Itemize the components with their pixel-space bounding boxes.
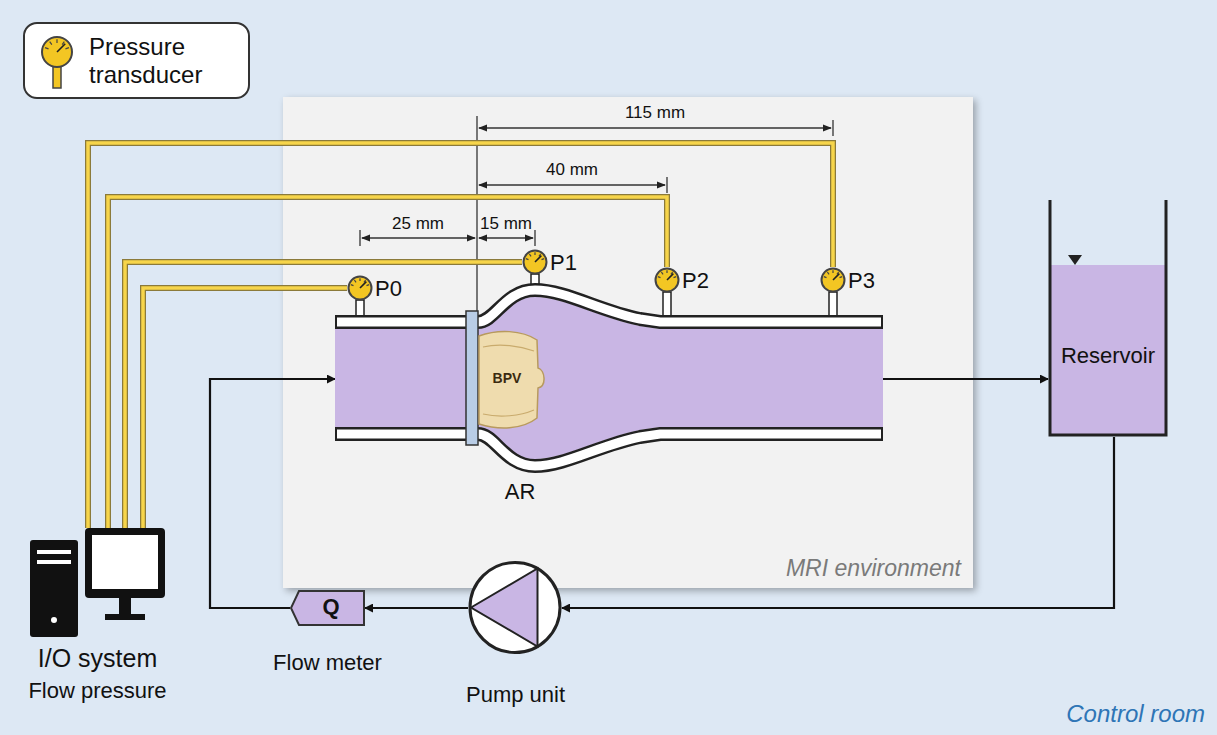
pressure-transducer: P3: [820, 267, 846, 293]
computer-outline: [30, 528, 165, 637]
dimension-label: 115 mm: [610, 103, 700, 123]
wire-outline: [125, 262, 522, 528]
transducer-port: [663, 292, 671, 317]
flow-line: [562, 437, 1114, 608]
dimension-tick: [832, 120, 833, 136]
node-label: P2: [682, 268, 722, 293]
dimension-tick: [666, 177, 667, 193]
pump-casing: [470, 563, 560, 653]
mri-environment-panel: MRI environmentBPVARP0P1P2P3115 mm40 mm2…: [283, 97, 973, 588]
tube-wall: [335, 434, 883, 466]
pump-outline: [468, 560, 562, 655]
pump-symbol: [471, 569, 538, 647]
meter-body: [291, 591, 364, 625]
pressure-transducer: P2: [654, 267, 680, 293]
node-label: BPV: [477, 370, 537, 386]
gauge-outline: [820, 267, 846, 293]
node-label: P1: [550, 250, 590, 275]
dimension-label: 15 mm: [461, 214, 551, 234]
reference-line: [476, 116, 477, 311]
signal-wire: [125, 262, 522, 528]
wire-outline: [108, 197, 667, 528]
node-label: P0: [375, 276, 415, 301]
valve-ring: [466, 311, 478, 445]
gauge-outline: [654, 267, 680, 293]
legend-box: Pressure transducer: [23, 22, 250, 99]
gauge-icon: [42, 37, 72, 67]
pump-unit: Pump unit: [468, 560, 562, 655]
flow-path: [210, 379, 335, 608]
wire-outline: [88, 143, 833, 528]
dimension-line: [479, 184, 665, 185]
reservoir-outline: [1048, 200, 1168, 437]
wire-core: [125, 262, 522, 528]
gauge-outline: [522, 249, 548, 275]
node-label: Reservoir: [1048, 343, 1168, 368]
gauge-icon: [524, 251, 547, 274]
flow-line: [883, 379, 1048, 380]
io-computer: I/O systemFlow pressure: [30, 528, 165, 637]
flow-meter: QFlow meter: [290, 590, 365, 626]
gauge-icon: [656, 269, 679, 292]
node-label: AR: [495, 479, 545, 504]
transducer-port: [829, 292, 837, 317]
dimension-line: [479, 127, 831, 128]
node-label: Flow meter: [250, 650, 405, 675]
signal-wire: [88, 143, 833, 528]
tank-wall: [1050, 200, 1166, 435]
dimension-label: 25 mm: [373, 214, 463, 234]
wire-outline: [143, 288, 347, 528]
gauge-outline: [347, 275, 373, 301]
pressure-transducer: P1: [522, 249, 548, 275]
dimension-line: [362, 237, 475, 238]
dimension-line: [479, 237, 533, 238]
wire-core: [143, 288, 347, 528]
tube-outline: [335, 282, 883, 476]
flow-path: [562, 437, 1114, 608]
legend-label: Pressure transducer: [89, 33, 240, 88]
flow-line: [365, 608, 468, 609]
node-label: I/O system: [0, 644, 205, 673]
wire-core: [108, 197, 667, 528]
flow-path: [365, 607, 468, 609]
signal-wire: [143, 288, 347, 528]
dimension-tick: [359, 230, 360, 246]
flow-line: [210, 379, 335, 608]
signal-wire: [108, 197, 667, 528]
gauge-icon: [349, 277, 372, 300]
tube-wall: [335, 290, 883, 322]
node-label: Pump unit: [428, 682, 603, 707]
pressure-transducer: P0: [347, 275, 373, 301]
transducer-port: [531, 274, 539, 287]
transducer-port: [356, 300, 364, 317]
dimension-tick: [534, 230, 535, 246]
reservoir-tank: Reservoir: [1048, 200, 1168, 437]
node-label: P3: [848, 268, 888, 293]
wire-core: [88, 143, 833, 528]
computer-icon: [30, 528, 165, 637]
legend-swatch: [37, 32, 77, 94]
tube-wall: [335, 434, 883, 466]
gauge-icon: [822, 269, 845, 292]
level-mark: [1068, 255, 1082, 265]
node-label: Flow pressure: [0, 678, 205, 703]
tube-wall: [335, 290, 883, 322]
node-label: Control room: [990, 700, 1205, 728]
node-label: MRI environment: [693, 555, 961, 581]
node-label: Q: [299, 594, 363, 619]
flow-path: [883, 378, 1048, 380]
aortic-root-phantom: BPVAR: [335, 282, 883, 476]
dimension-label: 40 mm: [527, 160, 617, 180]
